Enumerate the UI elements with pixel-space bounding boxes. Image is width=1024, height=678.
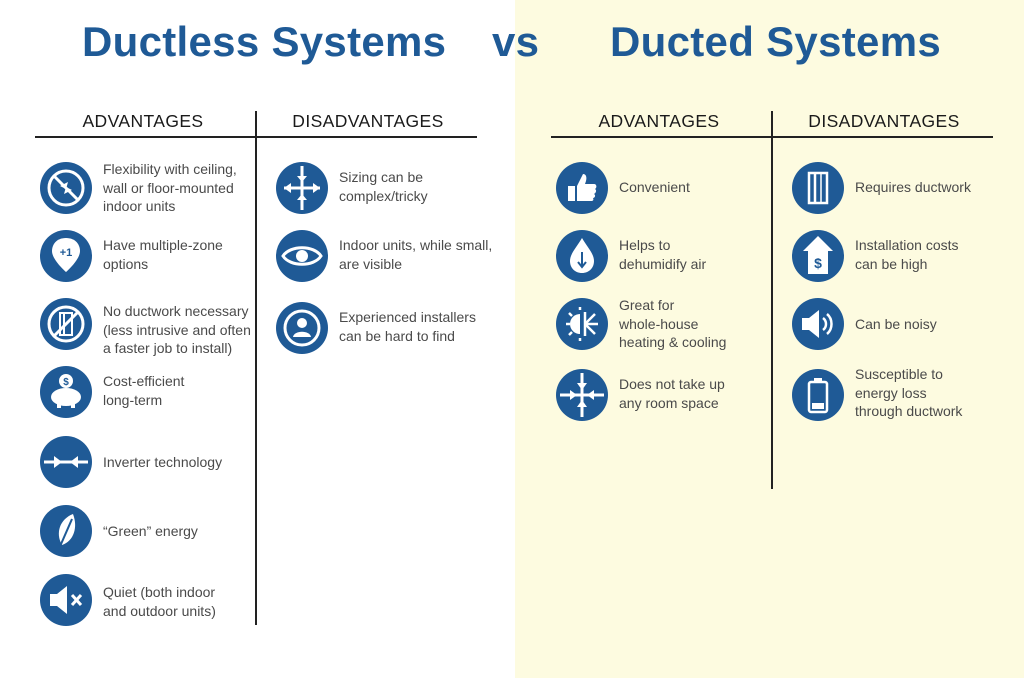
item-label: “Green” energy [103,523,198,539]
item-label: Does not take up any room space [619,376,725,411]
item-label: Sizing can be complex/tricky [339,169,428,204]
ductless-title: Ductless Systems [82,18,447,65]
leaf-icon [40,505,92,557]
resize-arrows-icon [276,162,328,214]
item-label: Convenient [619,179,690,195]
water-drop-icon [556,230,608,282]
installer-person-icon [276,302,328,354]
ducted-column-divider [771,111,773,489]
svg-text:$: $ [814,255,822,271]
mute-speaker-icon [40,574,92,626]
item-label: Can be noisy [855,316,937,332]
house-dollar-icon: $ [792,230,844,282]
item-label: Inverter technology [103,454,223,470]
speaker-icon [792,298,844,350]
item-label: Susceptible to energy loss through ductw… [855,366,963,419]
svg-text:+1: +1 [60,247,73,259]
item-label: No ductwork necessary (less intrusive an… [103,303,251,356]
ductless-advantages-header: ADVANTAGES [82,111,204,131]
inverter-arrows-icon [40,436,92,488]
ductless-column-divider [255,111,257,625]
ductwork-icon [792,162,844,214]
no-direction-icon [40,162,92,214]
ducted-title: Ducted Systems [610,18,941,65]
item-label: Helps to dehumidify air [619,237,707,272]
thumbs-up-icon [556,162,608,214]
item-label: Cost-efficient long-term [103,373,185,408]
compress-arrows-icon [556,369,608,421]
piggy-bank-icon: $ [40,366,92,418]
ductless-disadvantages-header: DISADVANTAGES [292,111,444,131]
vs-label: vs [492,18,540,65]
item-label: Flexibility with ceiling, wall or floor-… [103,161,237,214]
sun-snowflake-icon [556,298,608,350]
item-label: Have multiple-zone options [103,237,223,272]
no-ductwork-icon [40,298,92,350]
item-label: Installation costs can be high [855,237,959,272]
item-label: Great for whole-house heating & cooling [619,297,727,350]
item-label: Quiet (both indoor and outdoor units) [103,584,216,619]
item-label: Indoor units, while small, are visible [339,237,493,272]
svg-text:$: $ [63,377,69,388]
battery-icon [792,369,844,421]
ducted-advantages-header: ADVANTAGES [598,111,720,131]
item-label: Requires ductwork [855,179,971,195]
plus-one-pin-icon: +1 [40,230,92,282]
item-label: Experienced installers can be hard to fi… [339,309,476,344]
eye-icon [276,230,328,282]
ducted-disadvantages-header: DISADVANTAGES [808,111,960,131]
